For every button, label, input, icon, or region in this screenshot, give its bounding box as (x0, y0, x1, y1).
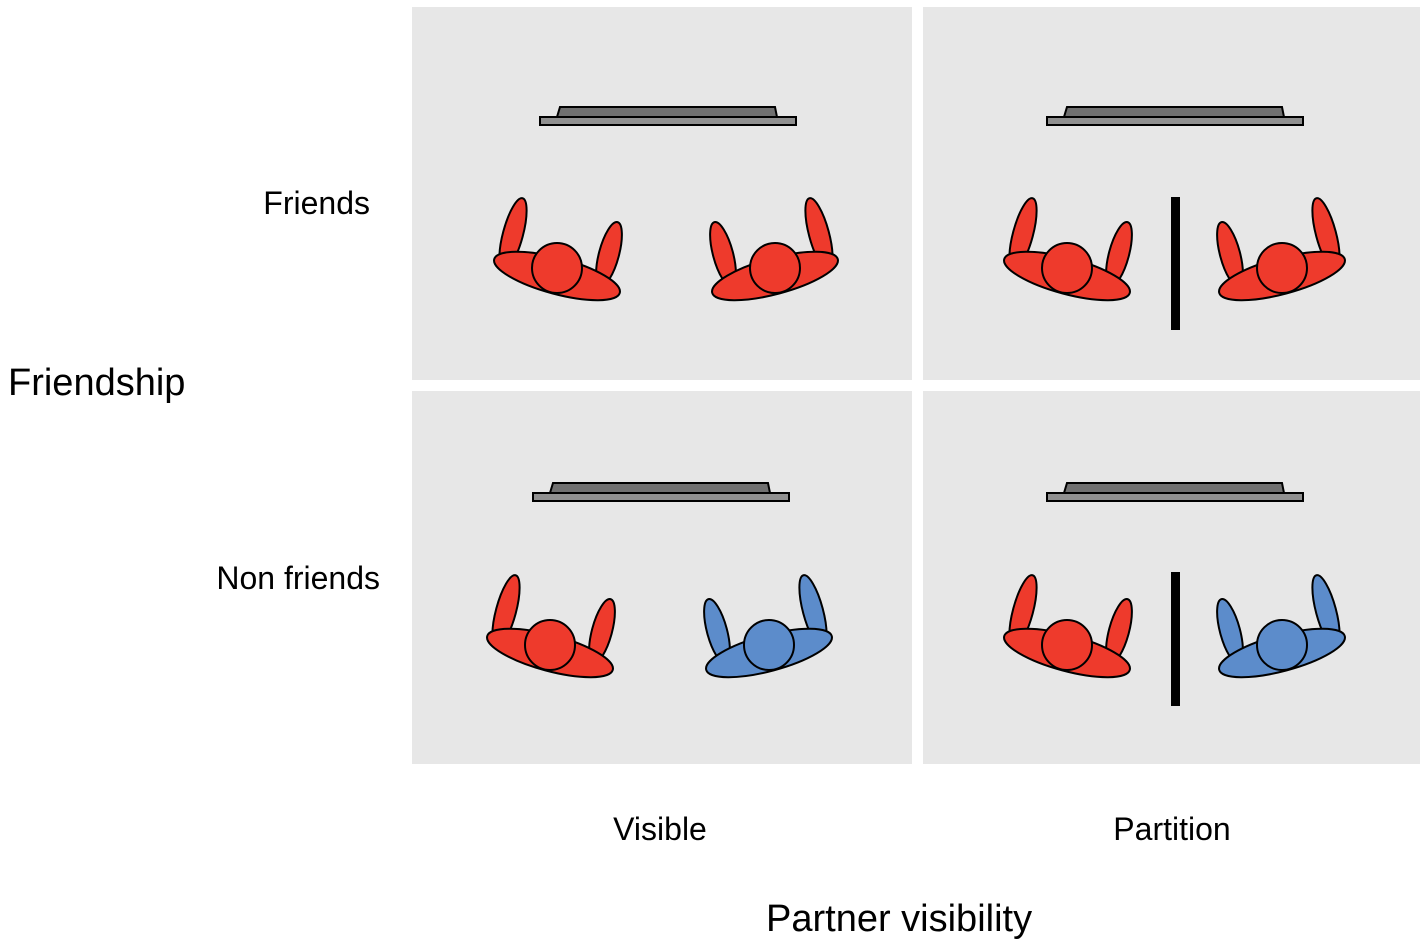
person-red-left (488, 194, 629, 312)
person-red-right (1210, 194, 1351, 312)
screen-icon (532, 482, 790, 502)
row-label-non-friends: Non friends (216, 560, 380, 596)
person-blue-right (1210, 571, 1351, 689)
panel-nonfriends-visible (412, 391, 912, 764)
person-red-right (703, 194, 844, 312)
person-red-left (481, 571, 622, 689)
screen-icon (539, 106, 797, 126)
col-label-partition: Partition (1113, 811, 1231, 847)
panel-friends-visible (412, 7, 912, 380)
screen-icon (1046, 482, 1304, 502)
person-red-left (998, 571, 1139, 689)
partition-wall (1171, 197, 1180, 330)
row-label-friends: Friends (263, 185, 370, 221)
col-label-visible: Visible (613, 811, 707, 847)
screen-icon (1046, 106, 1304, 126)
person-red-left (998, 194, 1139, 312)
row-axis-title: Friendship (8, 362, 186, 404)
person-blue-right (697, 571, 838, 689)
partition-wall (1171, 572, 1180, 706)
col-axis-title: Partner visibility (766, 898, 1033, 940)
